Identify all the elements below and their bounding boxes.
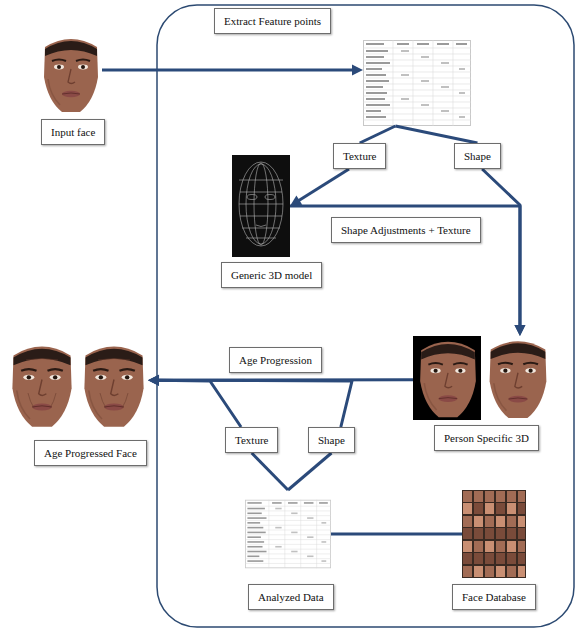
caption-box: Face Database xyxy=(452,584,536,610)
arrow-head xyxy=(352,65,363,76)
arrow-head xyxy=(290,195,302,206)
image-node: Input face xyxy=(40,35,106,145)
connector-line xyxy=(482,169,520,327)
edge-label-box: Shape Adjustments + Texture xyxy=(331,217,481,243)
caption-box: Age Progressed Face xyxy=(34,440,147,466)
connector-arrow xyxy=(395,126,477,143)
connector-line xyxy=(360,126,396,143)
image-node: Analyzed Data xyxy=(245,490,334,610)
arrow-head xyxy=(148,375,159,386)
connector-arrow xyxy=(148,375,241,427)
caption-box: Extract Feature points xyxy=(214,8,331,34)
arrow-head xyxy=(514,325,525,336)
caption-text: Generic 3D model xyxy=(231,268,312,282)
caption-text: Input face xyxy=(51,125,95,139)
caption-text: Shape xyxy=(464,149,491,163)
connector-line xyxy=(102,69,354,72)
caption-text: Face Database xyxy=(462,590,526,604)
connector-arrow xyxy=(360,126,396,143)
caption-box: Shape xyxy=(454,143,501,169)
caption-box: Texture xyxy=(333,143,386,169)
connector-line xyxy=(298,169,349,201)
caption-text: Extract Feature points xyxy=(224,14,321,28)
caption-box: Input face xyxy=(41,119,105,145)
image-node: Face Database xyxy=(452,490,536,610)
arrow-head xyxy=(148,375,159,386)
caption-text: Texture xyxy=(343,149,376,163)
connector-arrow xyxy=(252,453,288,490)
caption-text: Person Specific 3D xyxy=(444,431,529,445)
connector-line xyxy=(157,380,352,427)
label-node: Shape xyxy=(308,427,355,453)
caption-box: Generic 3D model xyxy=(221,262,322,288)
connector-line xyxy=(290,206,520,327)
connector-arrow xyxy=(290,206,525,336)
connector-line xyxy=(331,533,462,536)
connector-arrow xyxy=(331,534,462,535)
label-node: Texture xyxy=(333,143,387,169)
connector-line xyxy=(288,453,331,490)
label-node: Texture xyxy=(225,427,279,453)
image-node: Age Progressed Face xyxy=(8,337,148,466)
connector-line xyxy=(395,126,477,143)
caption-text: Analyzed Data xyxy=(258,590,324,604)
caption-box: Analyzed Data xyxy=(248,584,334,610)
connector-arrow xyxy=(288,453,331,490)
caption-box: Shape xyxy=(308,427,355,453)
arrow-head xyxy=(514,325,525,336)
image-node: Person Specific 3D xyxy=(413,336,553,451)
edge-label: Shape Adjustments + Texture xyxy=(341,223,471,237)
edge-label-box: Age Progression xyxy=(229,347,322,373)
image-node: Extract Feature points xyxy=(214,8,471,126)
connector-line xyxy=(252,453,288,490)
image-node: Generic 3D model xyxy=(221,155,323,288)
caption-text: Age Progressed Face xyxy=(44,446,137,460)
caption-text: Shape xyxy=(318,433,345,447)
connector-arrow xyxy=(148,375,352,427)
edge-label: Age Progression xyxy=(239,353,312,367)
caption-box: Texture xyxy=(225,427,278,453)
caption-text: Texture xyxy=(235,433,268,447)
arrow-head xyxy=(148,375,159,386)
connector-line xyxy=(157,380,241,427)
connector-arrow xyxy=(290,169,349,206)
label-node: Shape xyxy=(454,143,501,169)
caption-box: Person Specific 3D xyxy=(434,425,539,451)
connector-arrow xyxy=(102,65,363,76)
